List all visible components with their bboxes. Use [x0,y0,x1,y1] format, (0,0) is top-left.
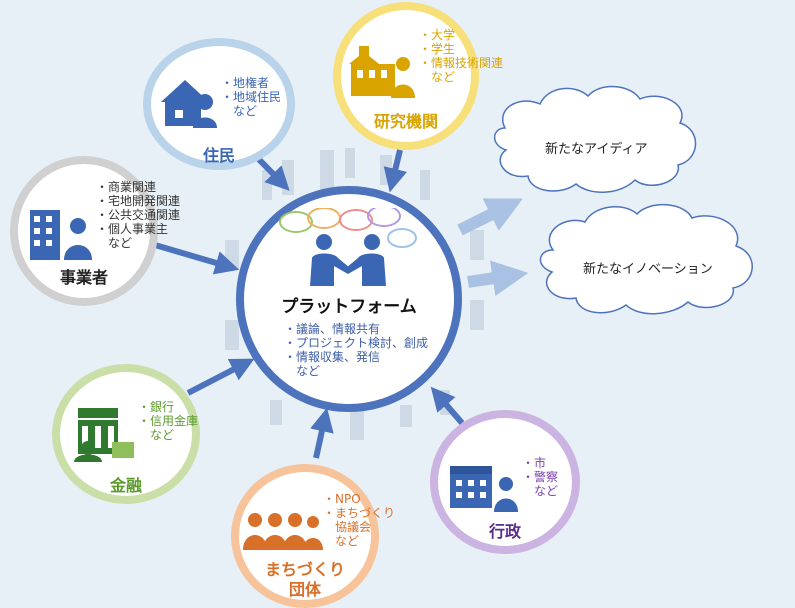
business-etc: など [108,236,133,250]
cloud-innovation [539,203,753,315]
arrow-business-to-platform [154,242,240,275]
residents-etc: など [233,104,258,118]
machizukuri-label-line2: 団体 [288,580,321,599]
research-item: 学生 [419,42,503,56]
finance-item: 信用金庫 [138,414,198,428]
cloud-idea [493,85,697,193]
university-building-icon [349,46,415,98]
residents-items: 地権者 地域住民 など [221,76,281,118]
handshake-speech-icon [279,208,417,286]
arrow-machizukuri-to-platform [310,407,334,459]
arrow-platform-to-innovation [467,260,529,297]
node-finance: 銀行 信用金庫 など 金融 [52,364,200,504]
research-item: 大学 [419,28,503,42]
research-etc: など [431,70,456,84]
finance-items: 銀行 信用金庫 など [138,400,198,442]
platform-etc: など [296,364,321,378]
office-building-person-icon [30,210,92,260]
government-item: 警察 [522,470,558,484]
government-etc: など [534,484,559,498]
research-item: 情報技術関連 [419,56,503,70]
residents-label: 住民 [202,146,235,165]
business-items: 商業関連 宅地開発関連 公共交通関連 個人事業主 など [96,180,180,250]
business-item: 個人事業主 [96,222,180,236]
bank-money-icon [74,408,134,462]
platform-items: 議論、情報共有 プロジェクト検討、創成 情報収集、発信 など [284,322,428,378]
business-item: 商業関連 [96,180,180,194]
government-building-icon [450,466,518,512]
arrow-government-to-platform [430,386,465,425]
finance-item: 銀行 [138,400,198,414]
platform-item: 議論、情報共有 [284,322,428,336]
business-label: 事業者 [59,268,108,287]
business-item: 公共交通関連 [96,208,180,222]
machizukuri-label-line1: まちづくり [264,560,345,579]
arrow-platform-to-idea [457,198,523,236]
house-person-icon [161,80,217,128]
output-idea: 新たなアイディア [545,142,648,157]
platform-title: プラットフォーム [281,297,417,317]
research-label: 研究機関 [373,112,438,131]
government-label: 行政 [488,522,521,541]
arrow-research-to-platform [383,149,408,193]
node-government: 市 警察 など 行政 [430,410,580,554]
node-business: 商業関連 宅地開発関連 公共交通関連 個人事業主 など 事業者 [10,156,180,306]
node-machizukuri: NPO まちづくり 協議会 など まちづくり 団体 [231,464,395,608]
platform-item: 情報収集、発信 [284,350,428,364]
research-items: 大学 学生 情報技術関連 など [419,28,503,84]
arrow-finance-to-platform [186,358,255,396]
machizukuri-etc: など [335,534,360,548]
machizukuri-item-cont: 協議会 [335,520,372,534]
output-innovation: 新たなイノベーション [583,262,713,277]
government-item: 市 [522,456,558,470]
machizukuri-item: NPO [323,492,395,506]
residents-item: 地域住民 [221,90,281,104]
finance-label: 金融 [109,476,142,495]
government-items: 市 警察 など [522,456,558,498]
business-item: 宅地開発関連 [96,194,180,208]
node-residents: 地権者 地域住民 など 住民 [143,38,295,170]
platform-hub: プラットフォーム 議論、情報共有 プロジェクト検討、創成 情報収集、発信 など [236,186,462,412]
group-people-icon [243,513,323,550]
platform-item: プロジェクト検討、創成 [284,336,428,350]
machizukuri-items: NPO まちづくり 協議会 など [323,492,395,548]
machizukuri-item: まちづくり [323,506,395,520]
residents-item: 地権者 [221,76,281,90]
node-research: 大学 学生 情報技術関連 など 研究機関 [333,2,503,150]
finance-etc: など [150,428,175,442]
